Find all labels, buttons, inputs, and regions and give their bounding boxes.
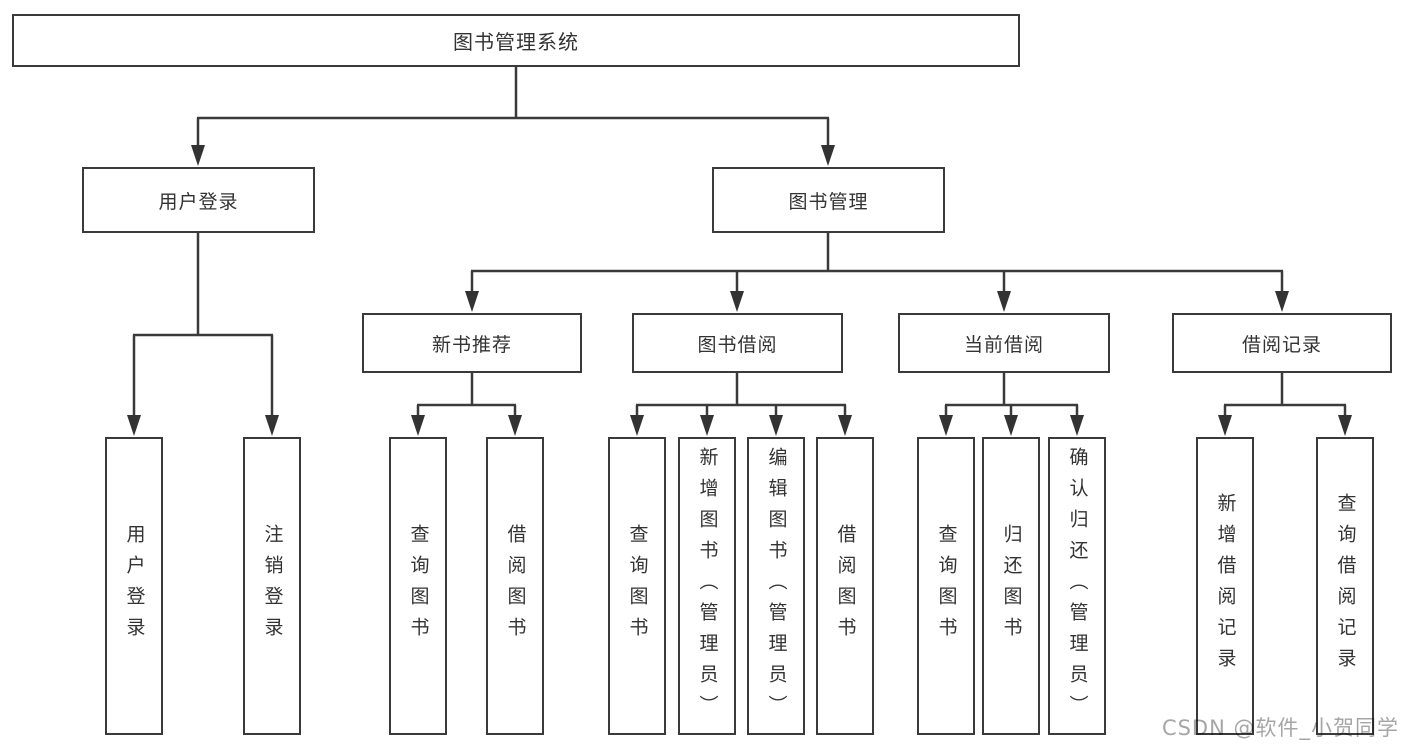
connector-borrow-children: [630, 373, 852, 436]
node-leaf-rec-query-books: 查询图书: [389, 437, 447, 735]
connector-mgmt-children: [465, 233, 1289, 312]
node-leaf-query-borrow-record: 查询借阅记录: [1316, 437, 1374, 735]
leaf-label: 编辑图书（管理员）: [765, 446, 788, 726]
leaf-label: 查询图书: [626, 524, 649, 648]
leaf-label: 归还图书: [1000, 524, 1023, 648]
csdn-watermark: CSDN @软件_小贺同学: [1161, 716, 1399, 740]
leaf-label: 借阅图书: [834, 524, 857, 648]
node-borrow-records: 借阅记录: [1172, 313, 1392, 373]
leaf-label: 用户登录: [123, 524, 146, 648]
connector-root-children: [191, 67, 835, 166]
leaf-label: 查询借阅记录: [1334, 493, 1357, 679]
node-leaf-rec-borrow-books: 借阅图书: [486, 437, 544, 735]
node-leaf-return-books: 归还图书: [982, 437, 1040, 735]
node-leaf-logout: 注销登录: [243, 437, 301, 735]
connector-current-children: [939, 373, 1084, 436]
connector-rec-children: [411, 373, 522, 436]
node-book-management: 图书管理: [712, 167, 945, 233]
node-user-login: 用户登录: [82, 167, 315, 233]
leaf-label: 注销登录: [261, 524, 284, 648]
node-root: 图书管理系统: [12, 14, 1020, 67]
node-new-book-recommend: 新书推荐: [362, 313, 582, 373]
node-leaf-borrow-query-books: 查询图书: [608, 437, 666, 735]
leaf-label: 查询图书: [407, 524, 430, 648]
leaf-label: 新增借阅记录: [1214, 493, 1237, 679]
node-leaf-borrow-books: 借阅图书: [816, 437, 874, 735]
leaf-label: 新增图书（管理员）: [696, 446, 719, 726]
leaf-label: 借阅图书: [504, 524, 527, 648]
connector-login-children: [127, 233, 279, 436]
node-current-borrowing: 当前借阅: [898, 313, 1110, 373]
connector-records-children: [1218, 373, 1352, 436]
node-leaf-user-login: 用户登录: [105, 437, 163, 735]
leaf-label: 查询图书: [935, 524, 958, 648]
node-leaf-current-query-books: 查询图书: [917, 437, 975, 735]
node-leaf-edit-books-admin: 编辑图书（管理员）: [747, 437, 805, 735]
node-leaf-add-borrow-record: 新增借阅记录: [1196, 437, 1254, 735]
node-leaf-add-books-admin: 新增图书（管理员）: [678, 437, 736, 735]
node-leaf-confirm-return-admin: 确认归还（管理员）: [1048, 437, 1106, 735]
node-book-borrowing: 图书借阅: [632, 313, 843, 373]
leaf-label: 确认归还（管理员）: [1066, 446, 1089, 726]
